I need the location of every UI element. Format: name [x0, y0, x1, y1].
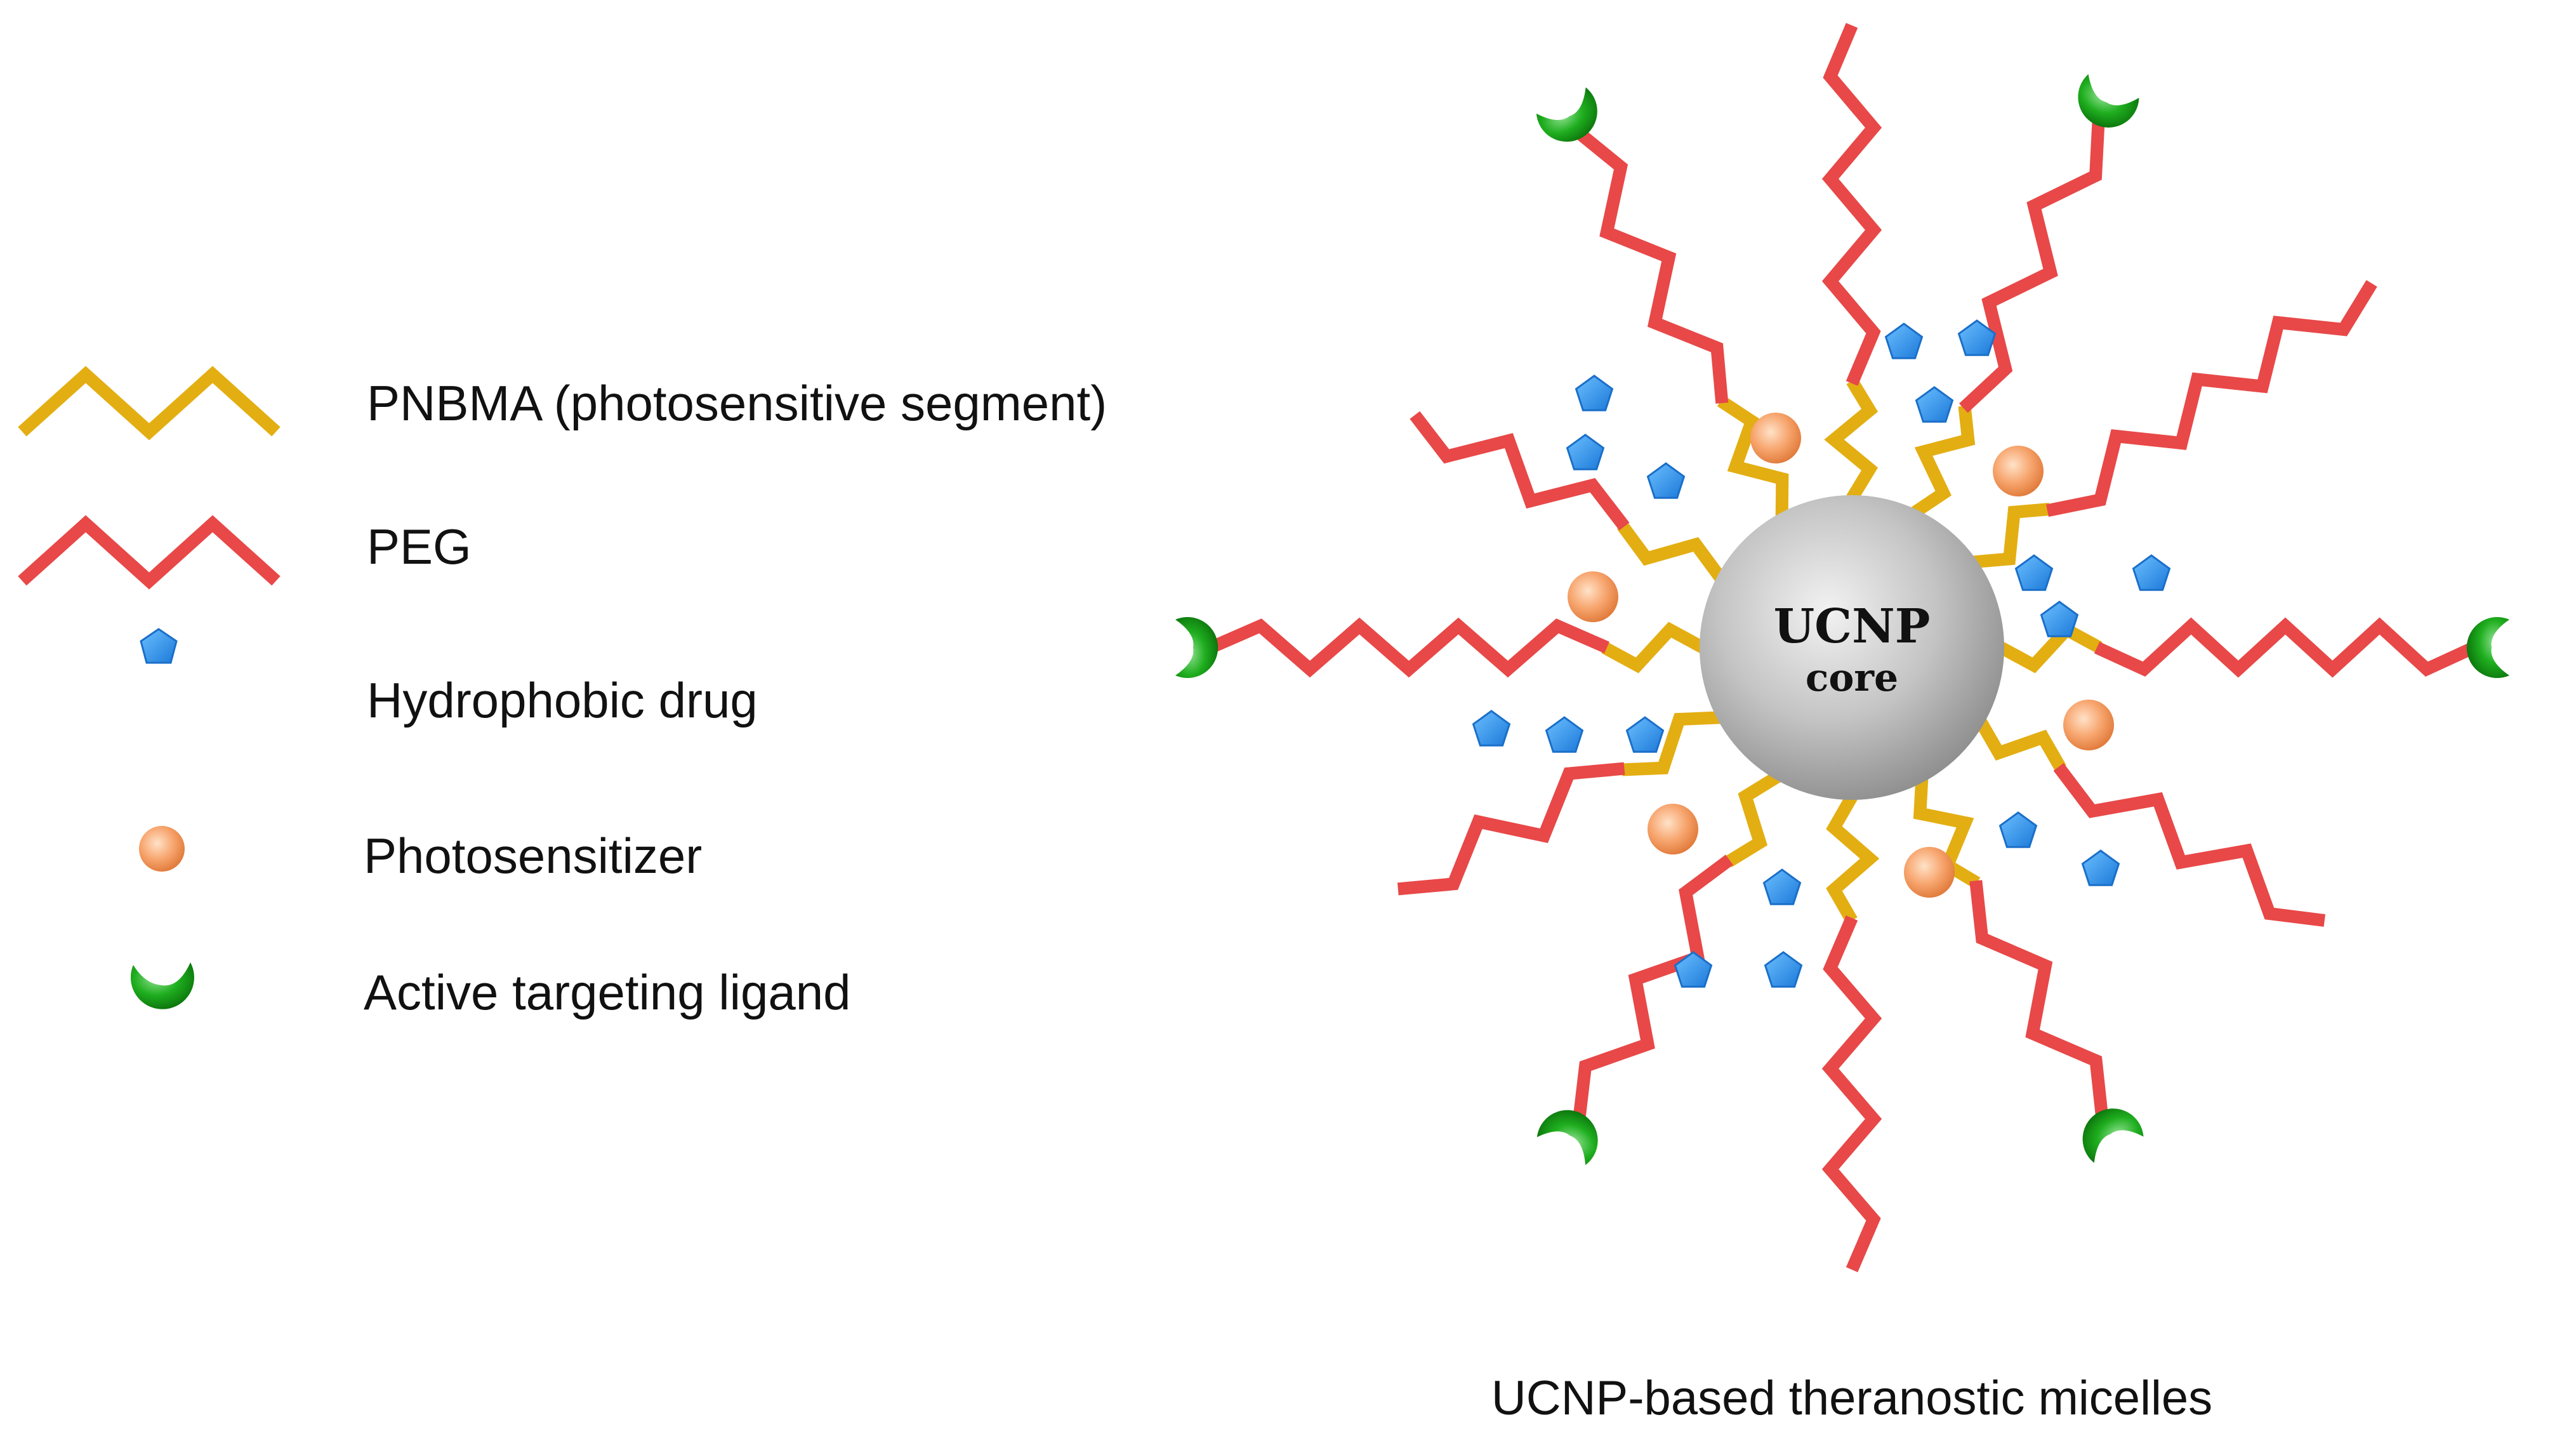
photosensitizer-circle-icon	[139, 826, 185, 872]
drug-pentagon-icon	[1762, 868, 1802, 905]
photosensitizer-circle-icon	[1648, 804, 1698, 854]
pnbma-segment	[1717, 396, 1789, 516]
photosensitizer-circle-icon	[1750, 413, 1801, 463]
ligand-crescent-icon	[1175, 617, 1219, 678]
legend-item-photosensitizer: Photosensitizer	[139, 826, 702, 884]
ligand-crescent-icon	[2082, 1108, 2144, 1163]
core-label-line2: core	[1806, 656, 1898, 700]
drug-pentagon-icon	[1545, 716, 1584, 753]
drug-pentagon-icon	[1566, 434, 1605, 470]
peg-segment	[2053, 762, 2326, 927]
legend-item-pnbma: PNBMA (photosensitive segment)	[18, 366, 1107, 441]
photosensitizer-circle-icon	[1993, 446, 2044, 496]
peg-zigzag-icon	[18, 515, 281, 590]
peg-segment	[1573, 854, 1733, 1121]
pnbma-segment	[1622, 711, 1721, 776]
micelle: UCNP core	[1175, 23, 2509, 1272]
legend-label-ligand: Active targeting ligand	[364, 964, 850, 1020]
ligand-crescent-icon	[1536, 87, 1597, 142]
peg-segment	[1410, 411, 1630, 531]
pnbma-segment	[1975, 719, 2066, 771]
photosensitizer-circle-icon	[1904, 847, 1955, 898]
photosensitizer-circle-icon	[2063, 700, 2114, 750]
drug-pentagon-icon	[2040, 601, 2079, 637]
drug-pentagon-icon	[1884, 322, 1924, 359]
targeting-ligand	[1536, 87, 1597, 142]
peg-segment	[2046, 280, 2377, 517]
drug-pentagon-icon	[2132, 554, 2171, 591]
pnbma-segment	[1973, 503, 2051, 569]
legend-item-ligand: Active targeting ligand	[130, 962, 850, 1020]
targeting-ligand	[2078, 74, 2139, 128]
pnbma-segment	[1913, 778, 1981, 889]
photosensitizer-circle-icon	[1568, 571, 1618, 622]
legend-label-peg: PEG	[367, 519, 472, 575]
pnbma-segment	[1998, 622, 2103, 674]
peg-segment	[1208, 617, 1609, 678]
drug-pentagon-icon	[1764, 951, 1803, 988]
ligand-crescent-icon	[130, 962, 194, 1009]
pnbma-zigzag-icon	[18, 366, 281, 441]
pnbma-segment	[1601, 622, 1706, 674]
peg-segment	[2094, 617, 2477, 678]
drug-pentagon-icon	[1674, 951, 1713, 988]
targeting-ligand	[1175, 617, 1219, 678]
drug-pentagon-icon	[1625, 716, 1665, 753]
polymer-arms	[1175, 23, 2509, 1272]
targeting-ligand	[2466, 617, 2509, 678]
drug-pentagon-icon	[2014, 554, 2054, 591]
pnbma-segment	[1826, 794, 1880, 924]
drug-pentagon-icon	[1575, 375, 1614, 411]
drug-pentagon-icon	[1957, 319, 1997, 356]
pnbma-segment	[1911, 405, 1976, 518]
core-label-line1: UCNP	[1774, 599, 1931, 654]
pnbma-segment	[1724, 771, 1781, 868]
pnbma-segment	[1824, 377, 1879, 502]
drug-pentagon-icon	[1998, 811, 2038, 848]
legend-label-drug: Hydrophobic drug	[367, 672, 758, 728]
ligand-crescent-icon	[1536, 1110, 1598, 1166]
peg-segment	[1573, 126, 1729, 404]
ligand-crescent-icon	[2466, 617, 2509, 678]
targeting-ligand	[2082, 1108, 2144, 1163]
ligand-crescent-icon	[2078, 74, 2139, 128]
micelle-caption: UCNP-based theranostic micelles	[1491, 1371, 2212, 1425]
legend-label-pnbma: PNBMA (photosensitive segment)	[367, 375, 1107, 431]
peg-segment	[1821, 915, 1882, 1272]
legend-label-photosensitizer: Photosensitizer	[364, 828, 702, 884]
legend: PNBMA (photosensitive segment) PEG Hydro…	[18, 366, 1107, 1020]
ucnp-core-sphere	[1700, 495, 2004, 800]
pnbma-segment	[1616, 521, 1726, 582]
legend-item-drug: Hydrophobic drug	[140, 628, 758, 728]
cargo-payload	[1472, 319, 2171, 988]
ucnp-core: UCNP core	[1700, 495, 2004, 800]
legend-item-peg: PEG	[18, 515, 472, 590]
peg-segment	[1821, 23, 1882, 386]
drug-pentagon-icon	[1472, 710, 1511, 747]
drug-pentagon-icon	[1646, 462, 1686, 499]
drug-pentagon-icon	[2081, 849, 2120, 886]
peg-segment	[1397, 762, 1625, 896]
drug-pentagon-icon	[140, 628, 178, 664]
peg-segment	[1969, 880, 2109, 1119]
targeting-ligand	[1536, 1110, 1598, 1166]
drug-pentagon-icon	[1915, 386, 1954, 423]
peg-segment	[1958, 117, 2105, 413]
